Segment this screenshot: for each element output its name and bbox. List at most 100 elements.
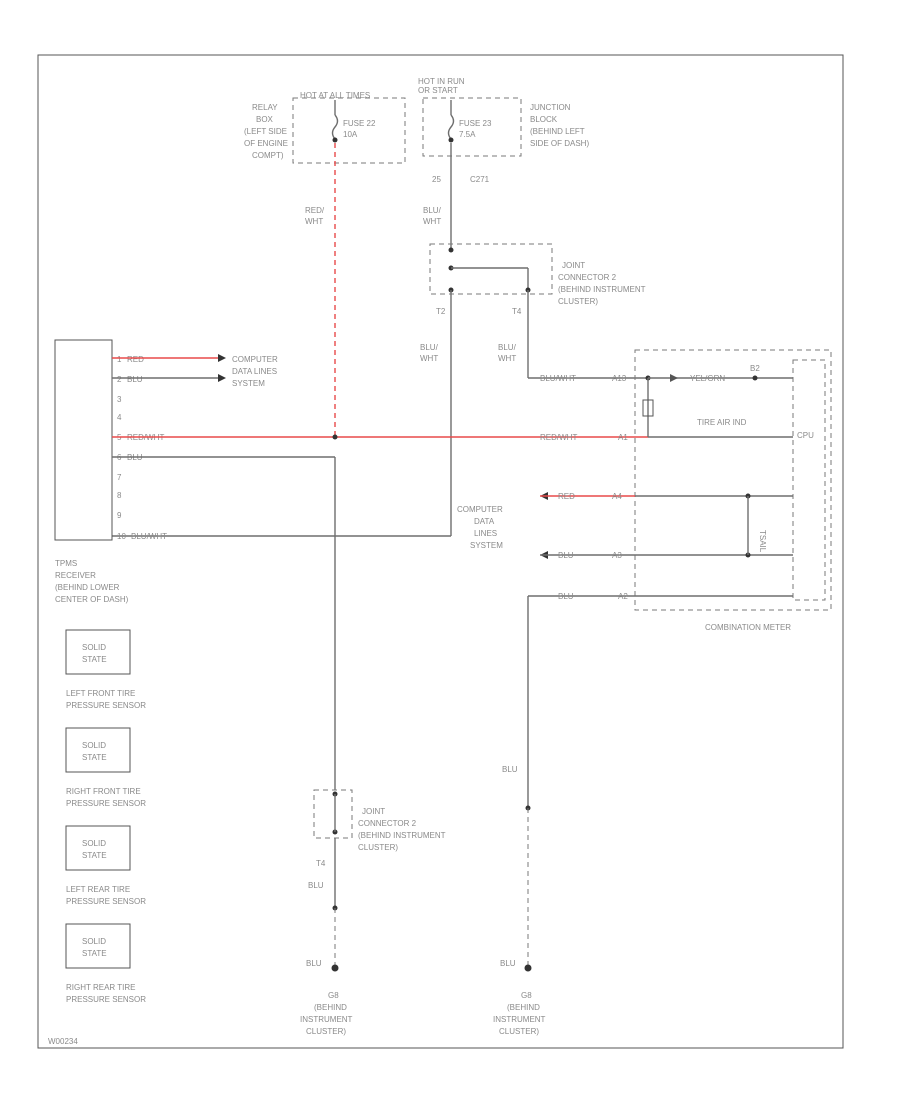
ground-left-wire-label: BLU bbox=[306, 959, 322, 968]
pin-25-label: 25 bbox=[432, 175, 441, 184]
meter-right-pin: B2 bbox=[750, 364, 760, 373]
receiver-pin-10-wire: BLU/WHT bbox=[131, 532, 167, 541]
footer-code: W00234 bbox=[48, 1037, 78, 1046]
receiver-pin-4: 4 bbox=[117, 413, 122, 422]
ground-right-label-1: (BEHIND bbox=[507, 1003, 540, 1012]
meter-ecu-label: CPU bbox=[797, 431, 814, 440]
fuse23-terminal bbox=[448, 137, 454, 143]
bluwht-top-label-2: WHT bbox=[423, 217, 441, 226]
fuse23-label-1: FUSE 23 bbox=[459, 119, 492, 128]
fuse22-terminal bbox=[332, 137, 338, 143]
meter-tire-ind-label: TIRE AIR IND bbox=[697, 418, 747, 427]
receiver-pin-1: 1 bbox=[117, 355, 122, 364]
joint-bottom-label-3: (BEHIND INSTRUMENT bbox=[358, 831, 446, 840]
sensor-lr-box bbox=[65, 825, 131, 871]
meter-label: COMBINATION METER bbox=[705, 623, 791, 632]
sensor-rf-box bbox=[65, 727, 131, 773]
receiver-label-3: (BEHIND LOWER bbox=[55, 583, 120, 592]
sensor-rf-label-2: PRESSURE SENSOR bbox=[66, 799, 146, 808]
ground-right-label-2: INSTRUMENT bbox=[493, 1015, 546, 1024]
diagram-frame bbox=[37, 54, 844, 1049]
relay-box-outline bbox=[292, 97, 406, 164]
meter-b2-node bbox=[752, 375, 758, 381]
sensor-rr-label-2: PRESSURE SENSOR bbox=[66, 995, 146, 1004]
ground-right-label-3: CLUSTER) bbox=[499, 1027, 539, 1036]
blu-bottom-left-label: BLU bbox=[308, 881, 324, 890]
joint-top-pin-right: T4 bbox=[512, 307, 522, 316]
junction-block-label-1: JUNCTION bbox=[530, 103, 571, 112]
sensor-lr-label-1: LEFT REAR TIRE bbox=[66, 885, 130, 894]
meter-redwht-pin: A1 bbox=[618, 433, 628, 442]
redwht-wire-label-1: RED/ bbox=[305, 206, 325, 215]
receiver-cdl-label-2: DATA LINES bbox=[232, 367, 277, 376]
meter-red-label: RED bbox=[558, 492, 575, 501]
c271-label: C271 bbox=[470, 175, 490, 184]
receiver-pin-7: 7 bbox=[117, 473, 122, 482]
combination-meter-outline bbox=[634, 349, 832, 611]
hot-all-times-label: HOT AT ALL TIMES bbox=[300, 91, 370, 100]
redwht-wire-label-2: WHT bbox=[305, 217, 323, 226]
bluwht-right-label-1: BLU/ bbox=[498, 343, 517, 352]
ground-left-label-3: CLUSTER) bbox=[306, 1027, 346, 1036]
relay-box-label-5: COMPT) bbox=[252, 151, 284, 160]
meter-indicator-lamp-icon bbox=[642, 399, 654, 417]
bluwht-mid-label-1: BLU/ bbox=[420, 343, 439, 352]
junction-block-outline bbox=[422, 97, 522, 157]
meter-cdl-label-4: SYSTEM bbox=[470, 541, 503, 550]
sensor-lr-body-2: STATE bbox=[82, 851, 107, 860]
bluwht-right-label-2: WHT bbox=[498, 354, 516, 363]
receiver-blu-arrow-icon bbox=[218, 374, 226, 382]
sensor-rr-box bbox=[65, 923, 131, 969]
receiver-label-2: RECEIVER bbox=[55, 571, 96, 580]
receiver-pin-3: 3 bbox=[117, 395, 122, 404]
meter-blu-pin: A3 bbox=[612, 551, 622, 560]
sensor-rf-label-1: RIGHT FRONT TIRE bbox=[66, 787, 141, 796]
joint-connector-bottom-outline bbox=[313, 789, 353, 839]
junction-block-label-3: (BEHIND LEFT bbox=[530, 127, 585, 136]
meter-blu-label: BLU bbox=[558, 551, 574, 560]
meter-vert-label: TSAIL bbox=[758, 530, 767, 553]
receiver-pin-10: 10 bbox=[117, 532, 126, 541]
joint-top-label-4: CLUSTER) bbox=[558, 297, 598, 306]
ground-left-label-2: INSTRUMENT bbox=[300, 1015, 353, 1024]
meter-diode-icon bbox=[670, 374, 678, 382]
meter-right-wire-label: YEL/GRN bbox=[690, 374, 725, 383]
receiver-label-1: TPMS bbox=[55, 559, 77, 568]
sensor-lf-body-2: STATE bbox=[82, 655, 107, 664]
joint-bottom-label-1: JOINT bbox=[362, 807, 385, 816]
sensor-lr-body-1: SOLID bbox=[82, 839, 106, 848]
receiver-cdl-label-1: COMPUTER bbox=[232, 355, 278, 364]
relay-box-label-4: OF ENGINE bbox=[244, 139, 288, 148]
ground-right-wire-label: BLU bbox=[500, 959, 516, 968]
receiver-label-4: CENTER OF DASH) bbox=[55, 595, 129, 604]
receiver-pin-2: 2 bbox=[117, 375, 122, 384]
sensor-rr-body-1: SOLID bbox=[82, 937, 106, 946]
receiver-pin-9: 9 bbox=[117, 511, 122, 520]
meter-ecu-outline bbox=[792, 359, 826, 601]
meter-gnd-vert-label: BLU bbox=[502, 765, 518, 774]
tpms-receiver-box bbox=[54, 339, 113, 541]
joint-connector-top-outline bbox=[429, 243, 553, 295]
joint-bottom-label-2: CONNECTOR 2 bbox=[358, 819, 417, 828]
ground-left-icon bbox=[331, 964, 339, 972]
bluwht-top-label-1: BLU/ bbox=[423, 206, 442, 215]
redwht-splice bbox=[332, 434, 338, 440]
meter-cdl-label-1: COMPUTER bbox=[457, 505, 503, 514]
fuse22-label-2: 10A bbox=[343, 130, 358, 139]
sensor-rr-body-2: STATE bbox=[82, 949, 107, 958]
relay-box-label-1: RELAY bbox=[252, 103, 278, 112]
sensor-rr-label-1: RIGHT REAR TIRE bbox=[66, 983, 136, 992]
sensor-rf-body-2: STATE bbox=[82, 753, 107, 762]
meter-red-pin: A4 bbox=[612, 492, 622, 501]
meter-gnd-pin: A2 bbox=[618, 592, 628, 601]
receiver-pin-2-wire: BLU bbox=[127, 375, 143, 384]
joint-top-label-2: CONNECTOR 2 bbox=[558, 273, 617, 282]
joint-top-pin-left: T2 bbox=[436, 307, 446, 316]
ground-right-icon bbox=[524, 964, 532, 972]
meter-bluwht-pin: A13 bbox=[612, 374, 627, 383]
ground-right-code: G8 bbox=[521, 991, 532, 1000]
sensor-lr-label-2: PRESSURE SENSOR bbox=[66, 897, 146, 906]
ground-left-code: G8 bbox=[328, 991, 339, 1000]
